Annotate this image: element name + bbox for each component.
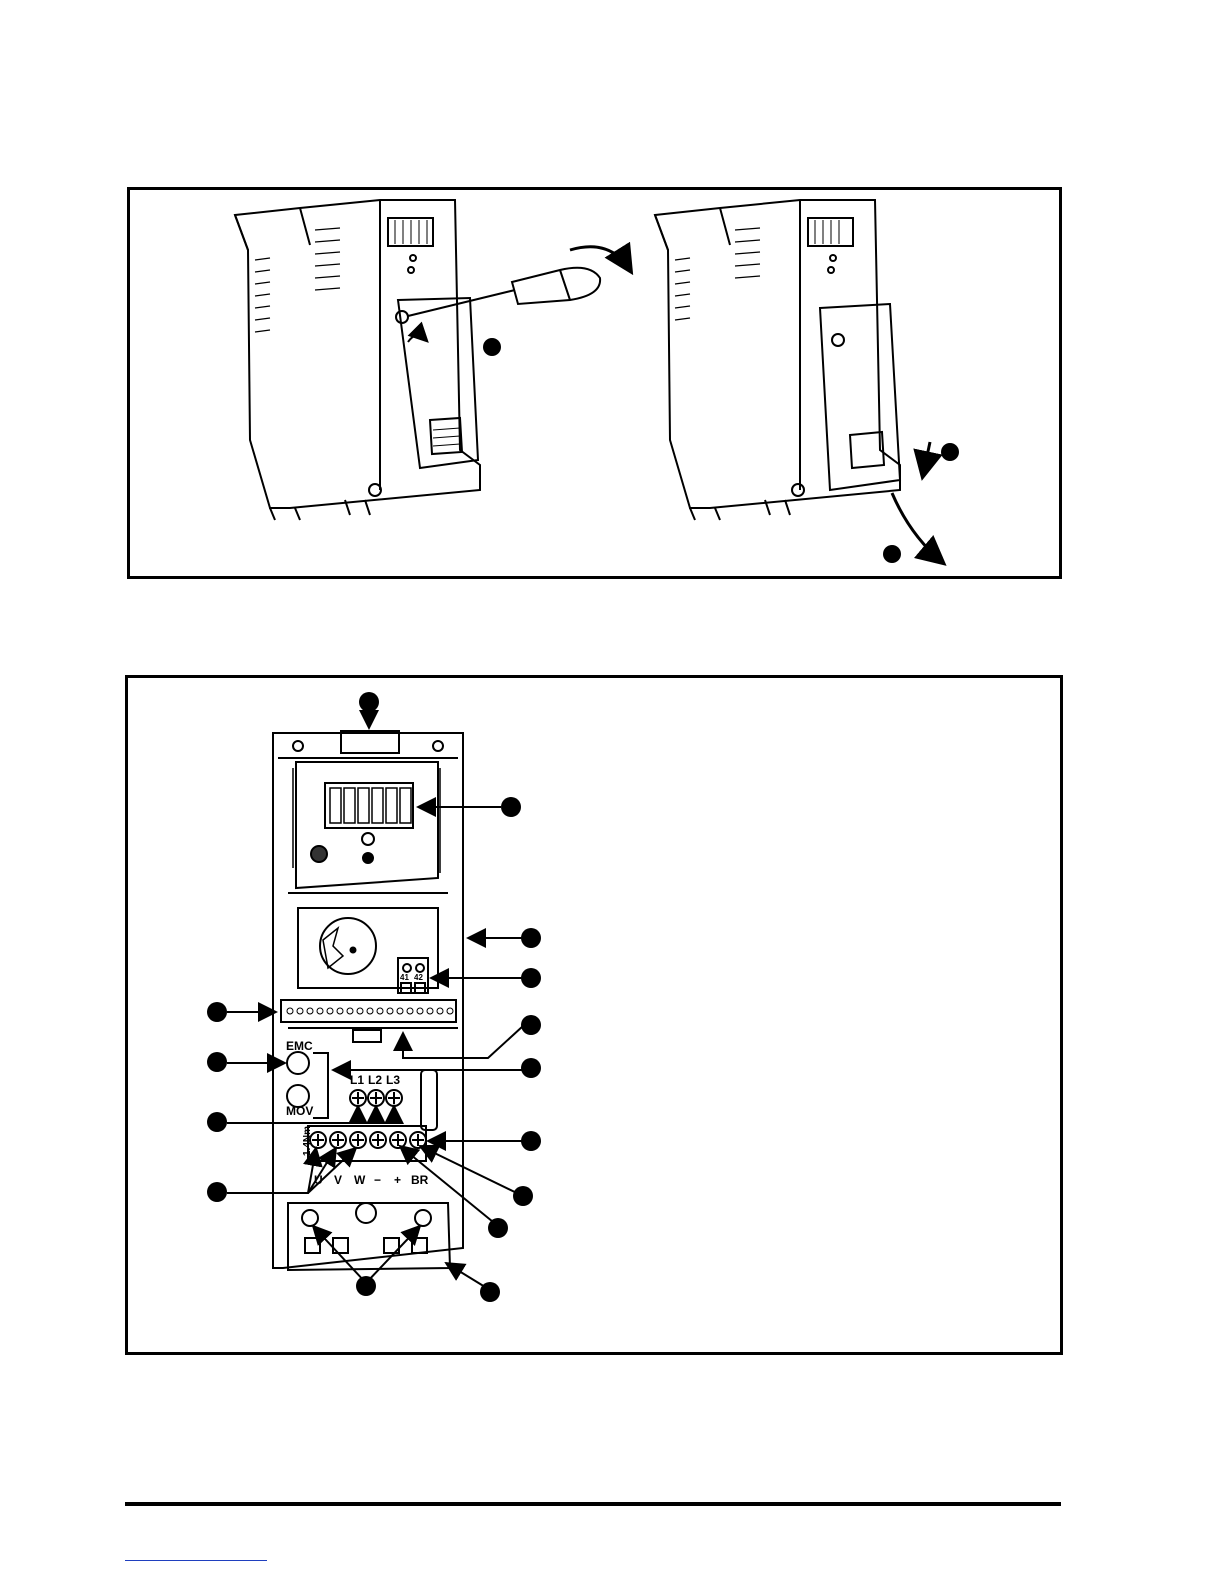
callout-dot (941, 443, 959, 461)
terminal-w-label: W (354, 1173, 366, 1187)
terminal-v-label: V (334, 1173, 342, 1187)
figure-cover-removal (127, 187, 1062, 579)
emc-label: EMC (286, 1039, 313, 1053)
screwdriver-icon (408, 247, 630, 316)
callout-dot (207, 1182, 227, 1202)
terminal-l1-label: L1 (350, 1073, 364, 1087)
terminal-42-label: 42 (414, 973, 423, 982)
callout-dot (521, 1058, 541, 1078)
footer-link-underline[interactable] (125, 1560, 267, 1561)
callout-dot (207, 1052, 227, 1072)
terminal-41-label: 41 (400, 973, 409, 982)
callout-dot (883, 545, 901, 563)
mov-label: MOV (286, 1104, 313, 1118)
terminal-layout-drawing: EMC MOV 1.4Nm L1 L2 L3 U V W − + BR 41 4… (128, 678, 1060, 1352)
callout-dot (513, 1186, 533, 1206)
callout-dot (356, 1276, 376, 1296)
callout-dot (359, 692, 379, 712)
terminal-minus-label: − (374, 1173, 381, 1187)
footer-rule (125, 1502, 1061, 1506)
terminal-l3-label: L3 (386, 1073, 400, 1087)
torque-label: 1.4Nm (302, 1126, 313, 1156)
callout-dot (207, 1112, 227, 1132)
drive-with-cover (235, 200, 480, 520)
drive-cover-removed (655, 200, 900, 520)
drive-front-outline (273, 731, 463, 1270)
terminal-plus-label: + (394, 1173, 401, 1187)
callout-dot (501, 797, 521, 817)
callout-dot (483, 338, 501, 356)
callout-dot (521, 928, 541, 948)
callout-dot (488, 1218, 508, 1238)
callout-dot (207, 1002, 227, 1022)
supply-screws (350, 1090, 402, 1106)
figure-terminal-layout: EMC MOV 1.4Nm L1 L2 L3 U V W − + BR 41 4… (125, 675, 1063, 1355)
terminal-br-label: BR (411, 1173, 429, 1187)
cover-removal-drawing (130, 190, 1059, 576)
callout-dot (480, 1282, 500, 1302)
callout-dot (521, 968, 541, 988)
callout-dot (521, 1015, 541, 1035)
terminal-l2-label: L2 (368, 1073, 382, 1087)
callout-dot (521, 1131, 541, 1151)
